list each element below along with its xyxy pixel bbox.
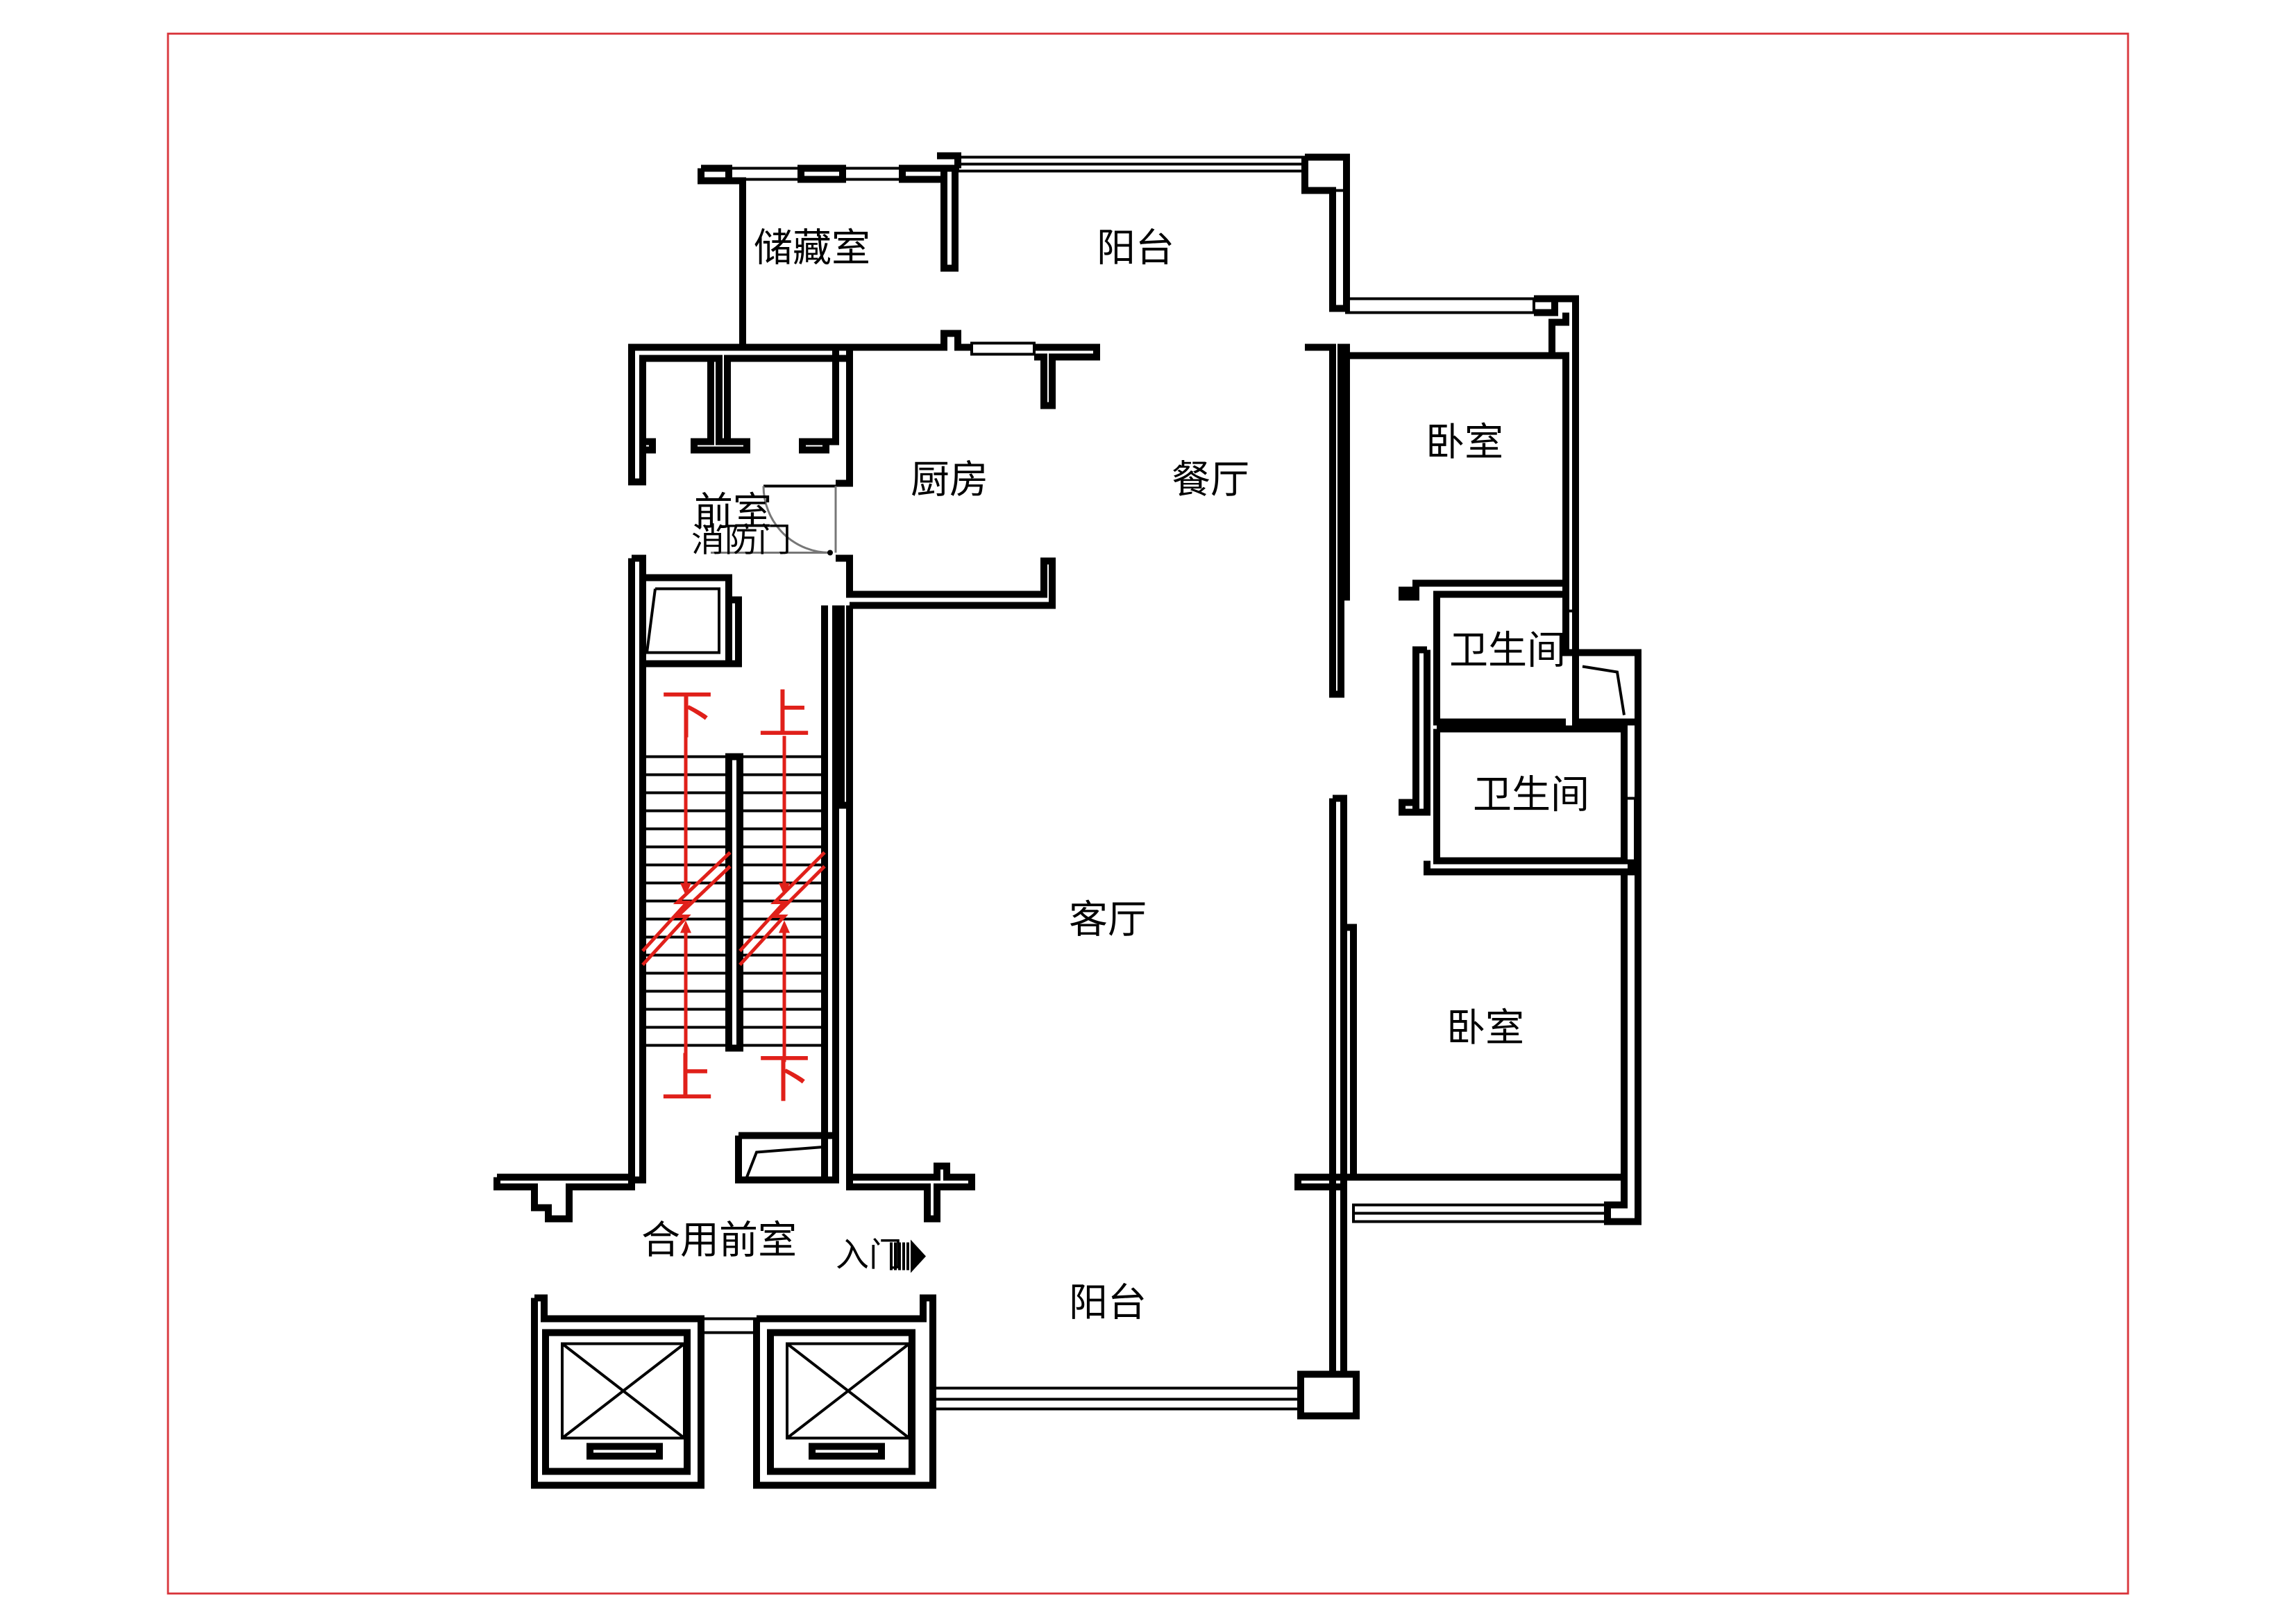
fire-door-label: 消防门 xyxy=(691,521,791,560)
south-balcony xyxy=(931,1370,1360,1420)
stair-label-right-top: 上 xyxy=(758,684,811,746)
room-label-living: 客厅 xyxy=(1069,898,1147,943)
room-label-shared-vestibule: 合用前室 xyxy=(641,1218,797,1264)
room-label-kitchen: 厨房 xyxy=(911,458,988,503)
room-label-balcony-top: 阳台 xyxy=(1097,226,1174,271)
elevator-right xyxy=(700,1294,936,1489)
stair-treads xyxy=(643,755,825,1047)
north-wing-walls xyxy=(698,152,1350,409)
stair-label-right-bottom: 下 xyxy=(758,1048,811,1110)
room-label-bedroom-bottom: 卧室 xyxy=(1446,1006,1524,1051)
room-label-vestibule: 前室 xyxy=(694,490,772,535)
entrance-label: 入门 xyxy=(836,1236,902,1275)
elevator-left xyxy=(531,1294,704,1489)
stairwell xyxy=(628,554,853,1184)
drawing-frame xyxy=(167,33,2129,1595)
room-label-bathroom-2: 卫生间 xyxy=(1473,773,1589,818)
stair-label-left-bottom: 上 xyxy=(661,1048,714,1110)
room-label-storage: 储藏室 xyxy=(754,226,870,271)
kitchen-walls xyxy=(836,347,1056,609)
room-label-bathroom-1: 卫生间 xyxy=(1449,629,1566,674)
fire-door xyxy=(711,484,837,556)
room-label-bedroom-top: 卧室 xyxy=(1426,420,1503,466)
east-wing-walls xyxy=(1294,295,1641,1378)
room-label-dining: 餐厅 xyxy=(1172,458,1249,503)
entrance-arrow-icon xyxy=(890,1239,926,1273)
stair-label-left-top: 下 xyxy=(661,684,714,746)
lower-corridor-walls xyxy=(493,805,975,1223)
room-label-balcony-bottom: 阳台 xyxy=(1069,1281,1147,1326)
shaft-walls xyxy=(628,343,853,487)
stair-direction-arrows xyxy=(641,736,826,1062)
